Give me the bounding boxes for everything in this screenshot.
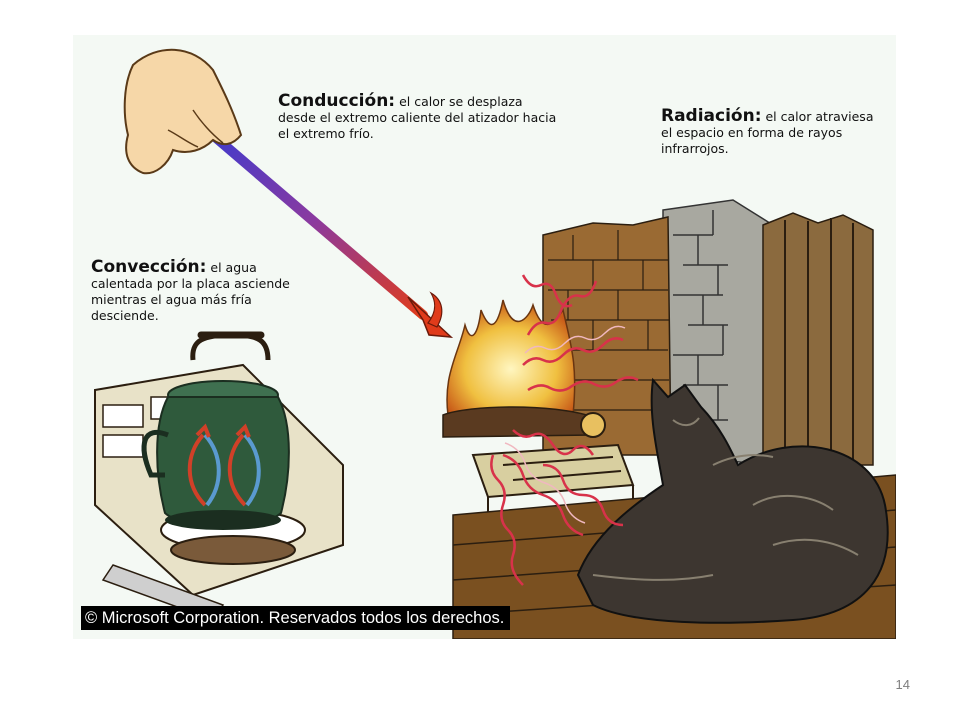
- radiation-ray-icon: [521, 274, 573, 308]
- poker-icon: [196, 120, 454, 338]
- illustration-art: [94, 48, 896, 639]
- radiation-ray-icon: [502, 453, 584, 537]
- wooden-wall: [762, 212, 874, 466]
- radiacion-caption: Radiación: el calor atraviesa el espacio…: [661, 108, 881, 157]
- radiation-ray-icon: [522, 337, 624, 366]
- conveccion-caption: Convección: el agua calentada por la pla…: [91, 259, 321, 324]
- radiation-ray-icon: [490, 454, 524, 586]
- convection-arrow-icon: [227, 433, 247, 507]
- fire-grate: [471, 412, 635, 525]
- hand-icon: [123, 48, 243, 175]
- conduccion-text: el calor se desplaza desde el extremo ca…: [278, 94, 557, 141]
- conduccion-caption: Conducción: el calor se desplaza desde e…: [278, 93, 558, 142]
- conveccion-term: Convección:: [91, 257, 207, 277]
- radiation-ray-icon: [526, 280, 598, 336]
- conveccion-text: el agua calentada por la placa asciende …: [91, 260, 290, 323]
- heat-transfer-illustration: Conducción: el calor se desplaza desde e…: [73, 35, 896, 639]
- kettle-icon: [141, 331, 290, 530]
- convection-arrow-icon: [203, 433, 221, 507]
- radiation-ray-icon: [512, 429, 595, 456]
- radiacion-term: Radiación:: [661, 106, 762, 126]
- convection-arrow-icon: [243, 433, 261, 507]
- copyright-notice: © Microsoft Corporation. Reservados todo…: [81, 606, 511, 630]
- radiacion-text: el calor atraviesa el espacio en forma d…: [661, 109, 874, 156]
- radiation-rays-light: [504, 325, 626, 524]
- radiation-rays: [490, 274, 639, 586]
- page-number: 14: [895, 677, 910, 692]
- conduccion-term: Conducción:: [278, 91, 396, 111]
- radiation-ray-icon: [542, 463, 624, 527]
- radiation-ray-icon: [527, 376, 639, 392]
- cat-icon: [576, 377, 889, 624]
- convection-arrows: [187, 423, 261, 507]
- convection-arrow-icon: [187, 433, 207, 507]
